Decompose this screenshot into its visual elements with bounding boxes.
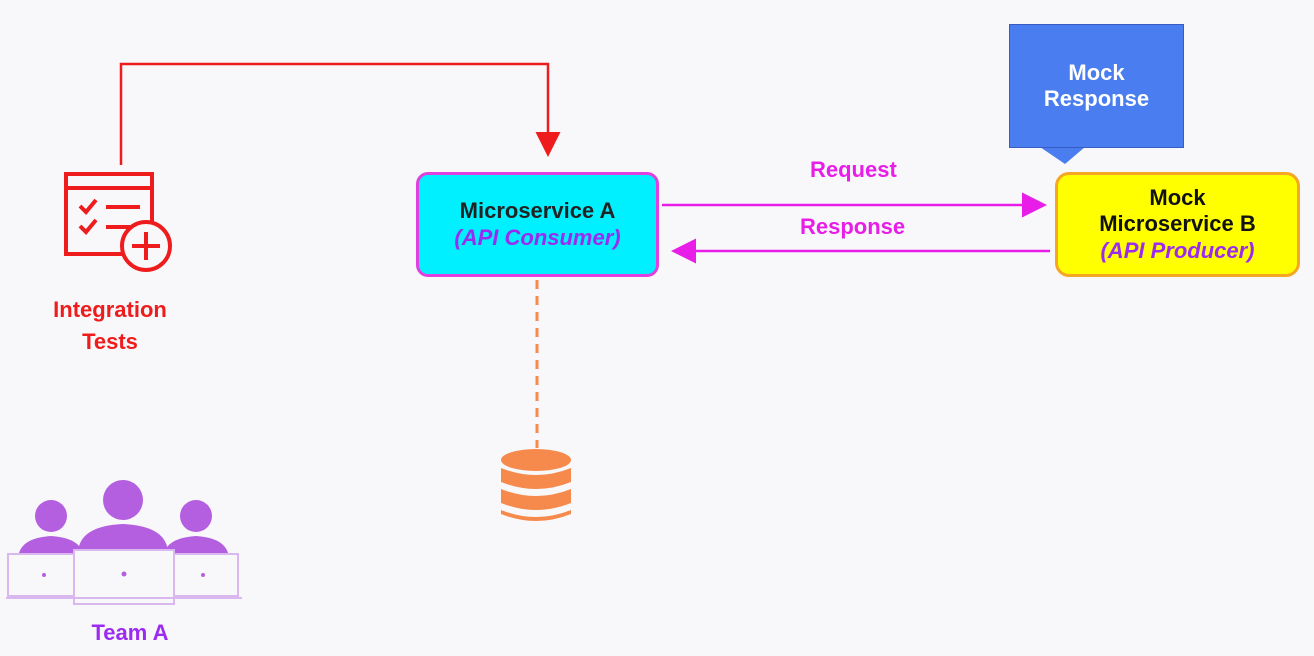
producer-role: (API Producer) [1100, 237, 1255, 263]
team-a-label: Team A [91, 620, 169, 645]
test-checklist-icon [64, 172, 172, 272]
mock-response-callout: Mock Response [1009, 24, 1184, 148]
microservice-a-box[interactable]: Microservice A (API Consumer) [416, 172, 659, 277]
database-icon [501, 449, 571, 521]
consumer-role: (API Consumer) [454, 224, 621, 250]
team-icon [6, 480, 242, 605]
callout-pointer [1040, 147, 1085, 164]
request-label: Request [810, 157, 897, 182]
producer-line-2: Microservice B [1099, 211, 1256, 237]
integration-tests-label: Integration Tests [30, 294, 190, 358]
consumer-name: Microservice A [459, 198, 616, 224]
callout-line-2: Response [1043, 86, 1150, 111]
response-label: Response [800, 214, 906, 239]
tests-line-2: Tests [82, 328, 138, 354]
producer-line-1: Mock [1149, 184, 1206, 210]
tests-line-1: Integration [53, 297, 167, 322]
tests-to-consumer-arrow [119, 62, 561, 165]
mock-microservice-b-box[interactable]: Mock Microservice B (API Producer) [1055, 172, 1300, 277]
callout-line-1: Mock [1068, 59, 1125, 85]
